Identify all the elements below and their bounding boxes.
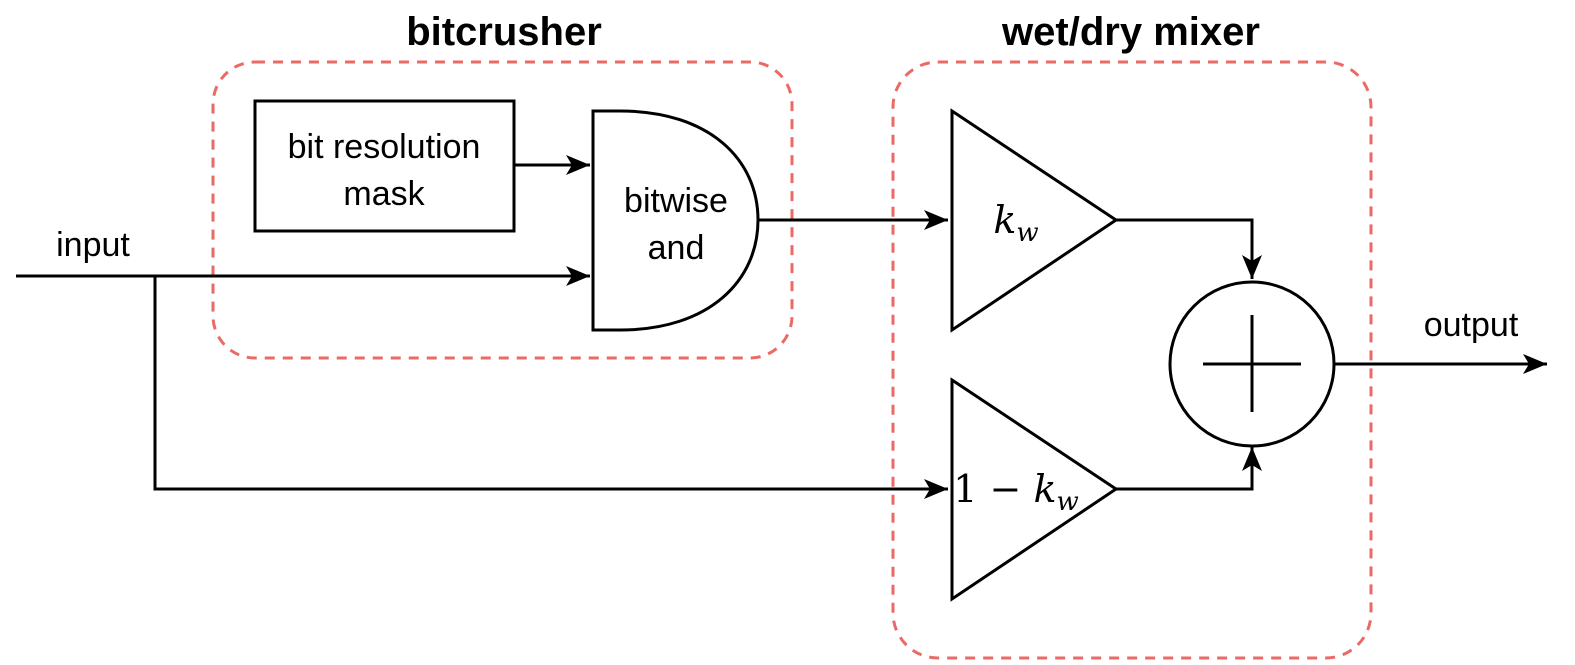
- bitcrusher-title: bitcrusher: [406, 10, 602, 54]
- dry-gain-to-sum-wire: [1116, 447, 1262, 491]
- dry-gain-amplifier: [950, 377, 1119, 602]
- and-gate-label-line1: bitwise: [624, 182, 728, 220]
- dry-gain-label: 1 − kw: [953, 467, 1078, 517]
- bitcrusher-group-border: [211, 60, 794, 360]
- input-label: input: [56, 226, 130, 264]
- mixer-title: wet/dry mixer: [1001, 10, 1260, 54]
- dry-path-wire: [153, 276, 948, 499]
- mask-label-line2: mask: [343, 175, 425, 213]
- mixer-group-border: [891, 60, 1373, 660]
- wet-gain-amplifier: [950, 108, 1119, 333]
- wet-gain-var: k: [993, 198, 1016, 242]
- dry-gain-var: k: [1033, 467, 1056, 511]
- bitwise-and-gate: [591, 109, 760, 332]
- and-gate-label-line2: and: [648, 229, 705, 267]
- output-label: output: [1424, 306, 1519, 344]
- wet-gain-label: kw: [993, 198, 1038, 248]
- mask-label-line1: bit resolution: [288, 128, 481, 166]
- dry-gain-prefix: 1 −: [953, 467, 1033, 511]
- wet-gain-to-sum-wire: [1116, 218, 1262, 279]
- wet-gain-subscript: w: [1016, 218, 1038, 248]
- bit-resolution-mask-block: [253, 99, 516, 233]
- dry-gain-subscript: w: [1056, 487, 1078, 517]
